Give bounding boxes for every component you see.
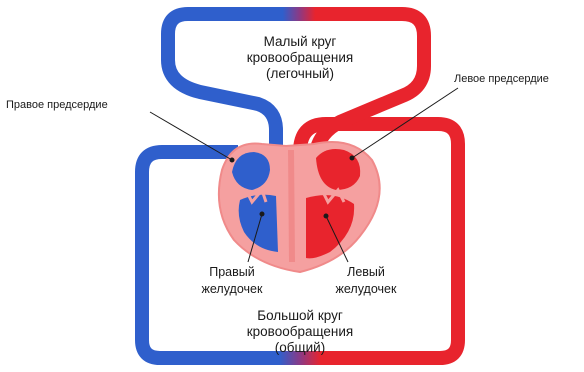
label-right-atrium: Правое предсердие [6, 99, 108, 111]
pulmonary-capillary-top [248, 7, 350, 21]
systemic-title-line3: (общий) [275, 340, 325, 355]
label-left-atrium: Левое предсердие [454, 73, 549, 85]
pointer-dot-left-ventricle [324, 214, 328, 218]
pulmonary-title-line1: Малый круг [264, 34, 337, 49]
heart [219, 142, 380, 272]
pointer-dot-right-atrium [230, 158, 234, 162]
systemic-title-line1: Большой круг [257, 308, 343, 323]
systemic-title-line2: кровообращения [247, 324, 353, 339]
pointer-dot-left-atrium [350, 156, 354, 160]
label-left-ventricle-line2: желудочек [336, 282, 397, 296]
heart-septum [291, 150, 292, 262]
label-left-ventricle-line1: Левый [347, 265, 385, 279]
pulmonary-title-line3: (легочный) [266, 66, 334, 81]
label-right-ventricle-line2: желудочек [202, 282, 263, 296]
pulmonary-title-line2: кровообращения [247, 50, 353, 65]
label-right-ventricle-line1: Правый [209, 265, 255, 279]
pointer-dot-right-ventricle [260, 212, 264, 216]
